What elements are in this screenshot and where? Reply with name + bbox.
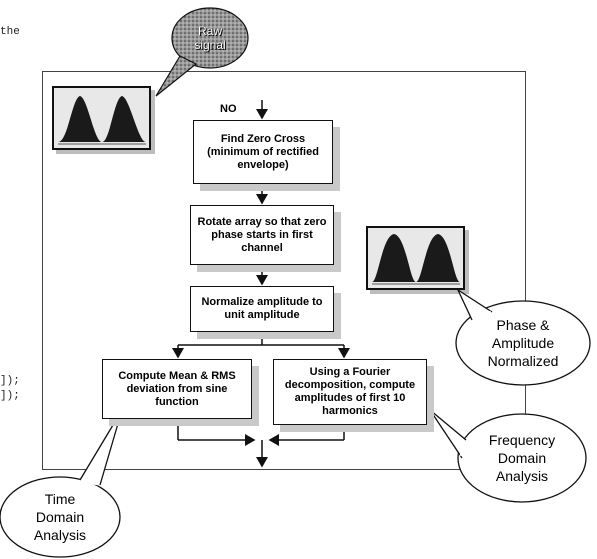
step-rotate-array-text: Rotate array so that zero phase starts i… bbox=[197, 215, 327, 254]
raw-signal-thumbnail bbox=[52, 86, 151, 150]
step-find-zero-cross-text: Find Zero Cross (minimum of rectified en… bbox=[207, 132, 319, 171]
phase-bubble-tail bbox=[456, 288, 493, 321]
normalized-signal-thumbnail bbox=[366, 226, 465, 290]
step-frequency-domain-text: Using a Fourier decomposition, compute a… bbox=[284, 366, 416, 417]
frequency-domain-callout-text: Frequency Domain Analysis bbox=[488, 432, 556, 484]
step-time-domain: Compute Mean & RMS deviation from sine f… bbox=[102, 359, 252, 419]
frequency-bubble-tail bbox=[429, 409, 467, 459]
time-domain-callout-text: Time Domain Analysis bbox=[33, 491, 87, 543]
phase-bubble bbox=[455, 300, 591, 386]
time-bubble-tail bbox=[79, 409, 123, 486]
step-find-zero-cross: Find Zero Cross (minimum of rectified en… bbox=[193, 120, 333, 184]
code-fragment-top: the bbox=[0, 26, 20, 38]
decision-no-label: NO bbox=[220, 103, 237, 115]
step-normalize-amplitude-text: Normalize amplitude to unit amplitude bbox=[201, 296, 323, 321]
phase-amplitude-callout-text: Phase & Amplitude Normalized bbox=[487, 317, 559, 369]
step-time-domain-text: Compute Mean & RMS deviation from sine f… bbox=[118, 369, 236, 408]
raw-signal-callout-text: Raw signal bbox=[194, 24, 226, 52]
normalized-waveform-icon bbox=[368, 228, 463, 288]
frequency-bubble bbox=[457, 413, 587, 503]
step-normalize-amplitude: Normalize amplitude to unit amplitude bbox=[190, 286, 334, 332]
step-rotate-array: Rotate array so that zero phase starts i… bbox=[190, 205, 334, 265]
raw-waveform-icon bbox=[54, 88, 149, 148]
code-fragment-low: ]); bbox=[0, 390, 20, 402]
raw-signal-bubble bbox=[171, 7, 249, 69]
step-frequency-domain: Using a Fourier decomposition, compute a… bbox=[273, 359, 427, 425]
raw-signal-bubble-tail bbox=[155, 55, 198, 97]
code-fragment-mid: ]); bbox=[0, 375, 20, 387]
time-bubble bbox=[0, 476, 121, 558]
